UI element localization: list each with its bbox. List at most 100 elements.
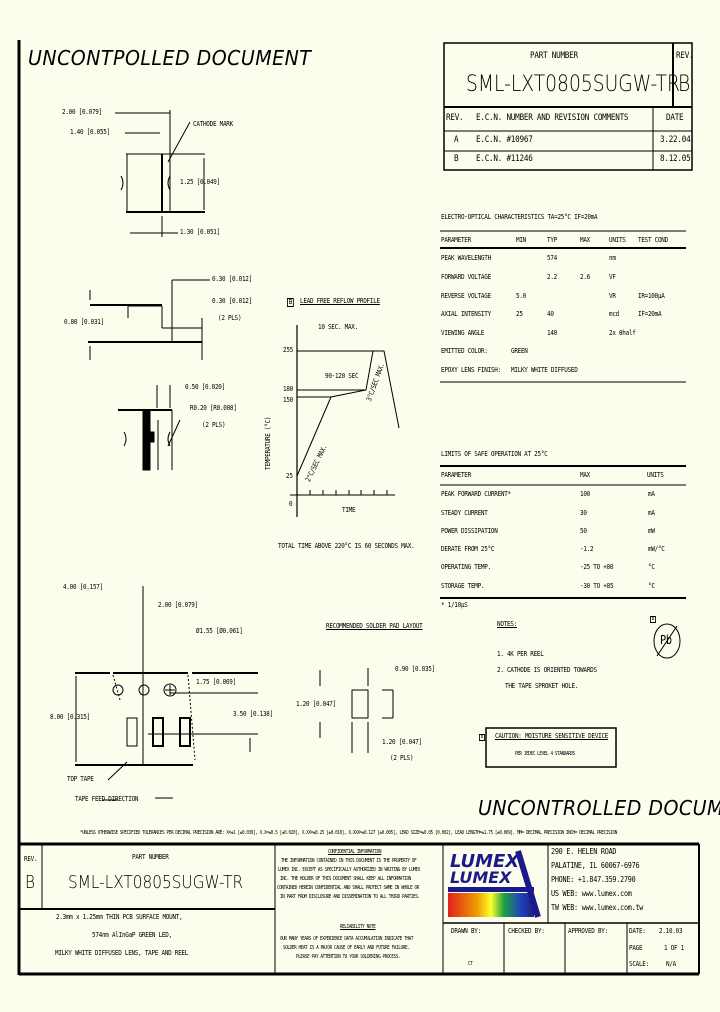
dim-label: R0.20 [R0.008] [190, 404, 237, 412]
eo-row-cell: 25 [516, 310, 523, 318]
pad-dim: 1.20 [0.047] [296, 700, 336, 708]
limits-row-cell: °C [648, 563, 655, 571]
eo-row-cell: 2.2 [547, 273, 557, 281]
limits-row-parameter: STEADY CURRENT [441, 509, 488, 517]
revision-row-comment: E.C.N. #11246 [476, 154, 533, 164]
confidential-line: IN PART FROM DISCLOSURE AND DISSEMINATIO… [280, 894, 420, 900]
pad-dim: 1.20 [0.047] [382, 738, 422, 746]
tape-dim: 4.00 [0.157] [63, 583, 103, 591]
limits-row-cell: -1.2 [580, 545, 594, 553]
tape-feed-label: TAPE FEED DIRECTION [75, 795, 139, 803]
eo-row-cell: VF [609, 273, 616, 281]
address-line: PALATINE, IL 60067-6976 [551, 861, 640, 870]
eo-row-cell: IF=20mA [638, 310, 662, 318]
eo-row-parameter: VIEWING ANGLE [441, 329, 485, 337]
eo-header: UNITS [609, 236, 626, 244]
dim-label: 0.50 [0.020] [185, 383, 225, 391]
svg-text:LUMEX: LUMEX [450, 851, 520, 872]
eo-header: TYP [547, 236, 557, 244]
ecn-col-header: E.C.N. NUMBER AND REVISION COMMENTS [476, 113, 629, 123]
eo-row-cell: 574 [547, 254, 557, 262]
footer-rev-label: REV. [24, 855, 38, 863]
pb-free-icon: Pb [660, 633, 672, 647]
limits-header: PARAMETER [441, 471, 471, 479]
reflow-y-label: TEMPERATURE (°C) [264, 416, 272, 470]
limits-header: UNITS [647, 471, 664, 479]
address-line: 290 E. HELEN ROAD [551, 847, 617, 856]
reliability-line: SOLDER HEAT IS A MAJOR CAUSE OF EARLY AN… [283, 945, 410, 951]
us-web-link[interactable]: US WEB: www.lumex.com [551, 889, 632, 898]
limits-row-parameter: STORAGE TEMP. [441, 582, 485, 590]
reliability-line: PLEASE PAY ATTENTION TO YOUR SOLDERING P… [296, 954, 401, 960]
limits-row-parameter: POWER DISSIPATION [441, 527, 498, 535]
rev-col-header: REV. [446, 113, 464, 123]
eo-row-cell: nm [609, 254, 616, 262]
reflow-title: LEAD FREE REFLOW PROFILE [300, 297, 380, 305]
eo-header: PARAMETER [441, 236, 471, 244]
tape-dim: 2.00 [0.079] [158, 601, 198, 609]
eo-row-parameter: PEAK WAVELENGTH [441, 254, 491, 262]
footer-part-number: SML-LXT0805SUGW-TR [68, 872, 244, 893]
limits-row-cell: mW/°C [648, 545, 665, 553]
date-value: 2.10.03 [659, 927, 683, 935]
limits-title: LIMITS OF SAFE OPERATION AT 25°C [441, 450, 548, 458]
confidential-line: CONTAINED HEREIN CONFIDENTIAL AND SHALL … [277, 885, 420, 891]
lens-finish: MILKY WHITE DIFFUSED [511, 366, 578, 374]
dim-label: 2.00 [0.079] [62, 108, 102, 116]
eo-row-cell: IR=100µA [638, 292, 665, 300]
rev-marker: B [650, 616, 656, 623]
limits-row-cell: mA [648, 490, 655, 498]
description-line: MILKY WHITE DIFFUSED LENS, TAPE AND REEL [55, 949, 189, 957]
revision-row-rev: B [454, 154, 459, 164]
dim-label: 0.80 [0.031] [64, 318, 104, 326]
rev-label: REV. [676, 51, 694, 61]
eo-row-cell: VR [609, 292, 616, 300]
cathode-mark-label: CATHODE MARK [193, 120, 233, 128]
page-label: PAGE [629, 944, 643, 952]
eo-row-cell: 2.6 [580, 273, 590, 281]
pad-dim: (2 PLS) [390, 754, 414, 762]
scale-value: N/A [666, 960, 676, 968]
limits-row-cell: 30 [580, 509, 587, 517]
limits-row-parameter: PEAK FORWARD CURRENT* [441, 490, 511, 498]
eo-row-cell: 5.0 [516, 292, 526, 300]
reflow-y-tick: 0 [289, 500, 293, 508]
note-item: THE TAPE SPROKET HOLE. [505, 682, 579, 690]
reflow-footer: TOTAL TIME ABOVE 220°C IS 60 SECONDS MAX… [278, 542, 415, 550]
limits-row-cell: mW [648, 527, 655, 535]
reliability-title: RELIABILITY NOTE [340, 924, 376, 930]
drawn-by: CT [468, 961, 473, 967]
eo-row-parameter: AXIAL INTENSITY [441, 310, 491, 318]
rev-value: B [678, 72, 691, 97]
uncontrolled-watermark-top: UNCONTPOLLED DOCUMENT [28, 46, 312, 70]
notes-title: NOTES: [497, 620, 517, 628]
revision-row-rev: A [454, 135, 459, 145]
tape-dim: 1.75 [0.069] [196, 678, 236, 686]
confidential-line: INC. THE HOLDER OF THIS DOCUMENT SHALL K… [280, 876, 411, 882]
revision-row-date: 8.12.05 [660, 154, 691, 164]
limits-row-cell: °C [648, 582, 655, 590]
reflow-y-tick: 150 [283, 396, 293, 404]
tw-web-link[interactable]: TW WEB: www.lumex.com.tw [551, 903, 644, 912]
date-label: DATE: [629, 927, 646, 935]
svg-text:LUMEX: LUMEX [450, 868, 512, 887]
limits-footnote: * 1/10µS [441, 601, 468, 609]
page-value: 1 OF 1 [664, 944, 684, 952]
part-number: SML-LXT0805SUGW-TR [466, 72, 680, 97]
caution-title: CAUTION: MOISTURE SENSITIVE DEVICE [495, 732, 609, 740]
uncontrolled-watermark-bottom: UNCONTROLLED DOCUMENT [478, 796, 720, 820]
reflow-annotation: 10 SEC. MAX. [318, 323, 358, 331]
footer-part-number-label: PART NUMBER [132, 853, 169, 861]
top-tape-label: TOP TAPE [67, 775, 94, 783]
dim-label: (2 PLS) [202, 421, 226, 429]
reflow-y-tick: 25 [286, 472, 293, 480]
approved-by-label: APPROVED BY: [568, 927, 608, 935]
solder-pad-title: RECOMMENDED SOLDER PAD LAYOUT [326, 622, 423, 630]
eo-header: TEST COND [638, 236, 668, 244]
lumex-logo: LUMEX LUMEX [446, 849, 546, 919]
dim-label: 0.30 [0.012] [212, 275, 252, 283]
eo-row-cell: 40 [547, 310, 554, 318]
description-line: 574nm AlInGaP GREEN LED, [92, 931, 172, 939]
lens-finish-label: EPOXY LENS FINISH: [441, 366, 501, 374]
